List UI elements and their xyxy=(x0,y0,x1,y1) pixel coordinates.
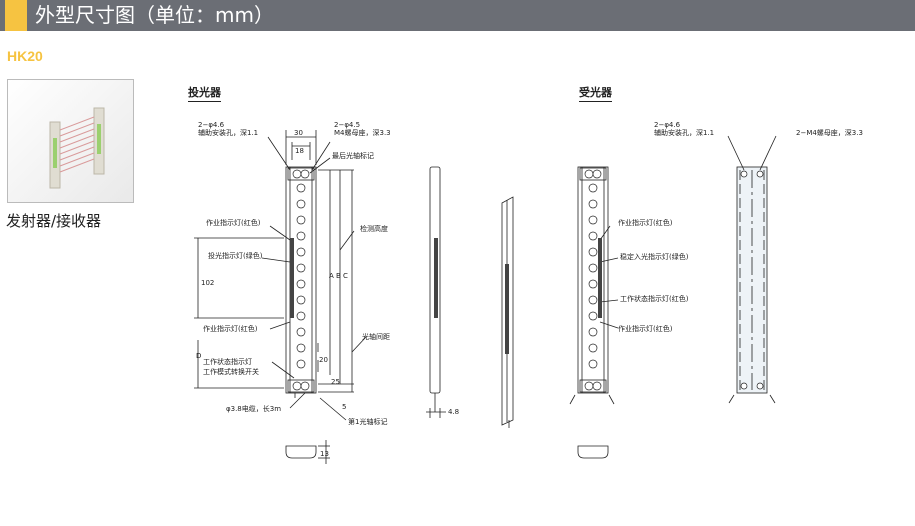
detect-height-label: 检测高度 xyxy=(360,224,388,233)
section-title: 外型尺寸图（单位：mm） xyxy=(35,3,274,27)
receiver-op-led-bottom: 作业指示灯(红色) xyxy=(618,324,673,333)
receiver-status-led: 工作状态指示灯(红色) xyxy=(620,294,689,303)
emitter-title: 投光器 xyxy=(188,84,221,102)
hole-label-1: 2−φ4.6 xyxy=(198,121,225,129)
emit-led-label: 投光指示灯(绿色) xyxy=(208,251,263,260)
cable-label: φ3.8电缆，长3m xyxy=(226,404,281,413)
receiver-title: 受光器 xyxy=(579,84,612,102)
caption: 发射器/接收器 xyxy=(6,212,102,230)
pitch-label: 光轴间距 xyxy=(362,332,390,341)
nut-label-2: M4螺母座，深3.3 xyxy=(334,128,391,137)
light-curtain-thumbnail xyxy=(49,107,105,189)
dim-4-8: 4.8 xyxy=(448,408,459,416)
first-axis-label: 第1光轴标记 xyxy=(348,417,387,426)
dim-20: 20 xyxy=(319,356,328,364)
mode-switch-label: 工作模式转换开关 xyxy=(203,367,259,376)
product-thumbnail xyxy=(7,79,134,203)
section-header: 外型尺寸图（单位：mm） xyxy=(0,0,915,31)
model-name: HK20 xyxy=(7,48,43,64)
dim-abc: A B C xyxy=(329,272,348,280)
receiver-nut-label: 2−M4螺母座，深3.3 xyxy=(796,128,863,137)
last-axis-label: 最后光轴标记 xyxy=(332,151,374,160)
dim-5: 5 xyxy=(342,403,346,411)
dim-102: 102 xyxy=(201,279,214,287)
header-accent xyxy=(5,0,27,31)
hole-label-2: 辅助安装孔，深1.1 xyxy=(198,128,258,137)
receiver-op-led-top: 作业指示灯(红色) xyxy=(618,218,673,227)
receiver-hole-label-2: 辅助安装孔，深1.1 xyxy=(654,128,714,137)
op-led-top-label: 作业指示灯(红色) xyxy=(206,218,261,227)
status-led-label: 工作状态指示灯 xyxy=(203,357,252,366)
dim-30: 30 xyxy=(294,129,303,137)
receiver-stable-led: 稳定入光指示灯(绿色) xyxy=(620,252,689,261)
dim-25: 25 xyxy=(331,378,340,386)
nut-label-1: 2−φ4.5 xyxy=(334,121,360,129)
op-led-bottom-label: 作业指示灯(红色) xyxy=(203,324,258,333)
receiver-hole-label-1: 2−φ4.6 xyxy=(654,121,681,129)
dim-d: D xyxy=(196,352,201,360)
dim-18: 18 xyxy=(295,147,304,155)
dim-13: 13 xyxy=(320,450,329,458)
